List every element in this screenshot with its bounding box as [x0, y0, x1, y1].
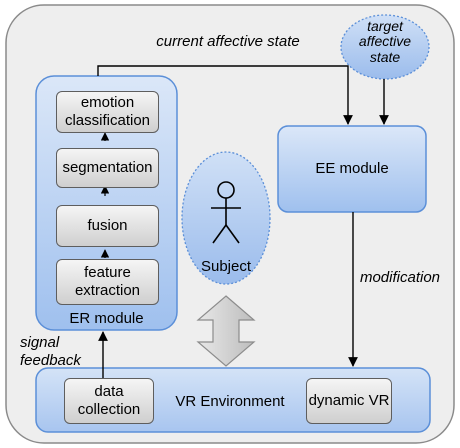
vr-environment-label: VR Environment — [175, 393, 285, 410]
ee-module-box — [277, 125, 427, 213]
er-stage-label: feature extraction — [74, 264, 141, 299]
er-stage-label: fusion — [87, 217, 128, 234]
double-arrow-icon — [196, 295, 256, 367]
er-stage-label: segmentation — [62, 159, 153, 176]
modification-label: modification — [359, 269, 441, 286]
ee-module-label: EE module — [315, 160, 389, 177]
stick-figure-icon — [211, 181, 241, 244]
er-module-label: ER module — [69, 310, 144, 327]
er-stage-feature-extraction: feature extraction — [56, 259, 159, 305]
er-stage-label: emotion classification — [64, 94, 151, 129]
target-state-label: target affective state — [358, 18, 412, 65]
signal-feedback-label: signal feedback — [20, 334, 81, 369]
data-collection-box: data collection — [64, 378, 154, 424]
target-state-ellipse — [340, 14, 430, 80]
dynamic-vr-label: dynamic VR — [308, 392, 390, 409]
data-collection-label: data collection — [77, 383, 141, 418]
er-stage-fusion: fusion — [56, 205, 159, 247]
dynamic-vr-box: dynamic VR — [306, 378, 392, 424]
current-state-arrow — [97, 65, 353, 125]
er-stage-emotion-classification: emotion classification — [56, 91, 159, 133]
current-state-label: current affective state — [156, 33, 300, 50]
er-stage-segmentation: segmentation — [56, 148, 159, 188]
subject-label: Subject — [200, 258, 252, 275]
